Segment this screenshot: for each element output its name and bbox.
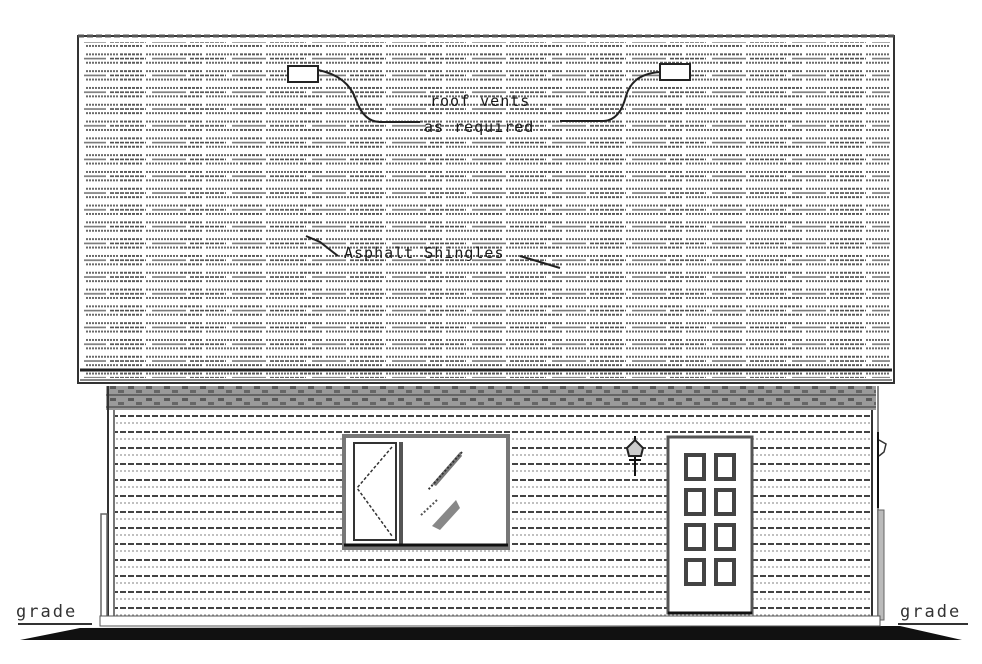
roof	[77, 34, 895, 384]
shingles-leader-right	[519, 255, 561, 269]
grade-label-left: grade	[16, 602, 78, 622]
roof-vent-left	[287, 65, 319, 83]
panel-door	[666, 435, 754, 615]
roof-vent-leader-right	[560, 71, 661, 122]
soffit-band	[106, 386, 876, 410]
roof-vents-label: roof vents	[430, 92, 531, 110]
roof-vent-right	[659, 63, 691, 81]
grade-label-right: grade	[900, 602, 962, 622]
roof-vent-leader-left	[317, 69, 420, 123]
wall-lantern	[625, 436, 645, 476]
asphalt-shingles-label: Asphalt Shingles	[344, 244, 505, 262]
shingles-leader-left	[305, 235, 339, 257]
roof-vents-note: as required	[424, 118, 535, 136]
sliding-window	[342, 434, 510, 550]
grade-line	[18, 615, 968, 640]
